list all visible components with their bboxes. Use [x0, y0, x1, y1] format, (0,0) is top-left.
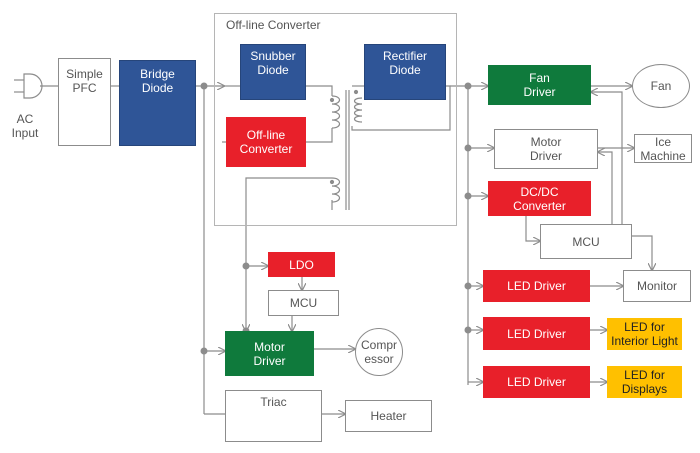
snubber-diode-block: Snubber Diode: [240, 44, 306, 100]
ldo-block: LDO: [268, 252, 335, 277]
led-driver-displays-block: LED Driver: [483, 366, 590, 398]
fan-driver-block: Fan Driver: [488, 65, 591, 105]
ice-machine-block: Ice Machine: [634, 134, 692, 163]
monitor-block: Monitor: [623, 270, 691, 302]
group-title: Off-line Converter: [226, 18, 321, 32]
offline-converter-block: Off-line Converter: [226, 117, 306, 167]
rectifier-diode-block: Rectifier Diode: [364, 44, 446, 100]
junction-dot: [242, 262, 250, 270]
junction-dot: [464, 326, 472, 334]
junction-dot: [464, 192, 472, 200]
aux-coil-line: [245, 177, 332, 266]
junction-dot: [200, 82, 208, 90]
mcu-left-block: MCU: [268, 290, 339, 316]
triac-block: Triac: [225, 390, 322, 442]
compressor-node: Compr essor: [355, 328, 403, 376]
junction-dot: [464, 282, 472, 290]
led-driver-monitor-block: LED Driver: [483, 270, 590, 302]
mcu-to-fan-driver-arrow: [591, 92, 623, 224]
mcu-to-motor-driver-arrow: [598, 152, 613, 224]
simple-pfc-block: Simple PFC: [58, 58, 111, 146]
transformer-icon: [329, 89, 363, 210]
junction-dot: [200, 347, 208, 355]
dcdc-converter-block: DC/DC Converter: [488, 181, 591, 216]
offline-to-transformer-line: [306, 128, 333, 143]
dcdc-to-mcu-arrow: [525, 216, 540, 241]
led-displays-block: LED for Displays: [607, 366, 682, 398]
motor-driver-ice-block: Motor Driver: [494, 129, 598, 169]
mcu-to-monitor-arrow: [632, 235, 652, 270]
mcu-right-block: MCU: [540, 224, 632, 259]
fan-node: Fan: [632, 64, 690, 108]
junction-dot: [464, 144, 472, 152]
ac-plug-icon: [14, 73, 43, 99]
motor-driver-compressor-block: Motor Driver: [225, 331, 314, 376]
bridge-diode-block: Bridge Diode: [119, 60, 196, 146]
snubber-to-transformer-line: [306, 85, 333, 96]
led-driver-interior-block: LED Driver: [483, 317, 590, 350]
ac-input-label: AC Input: [11, 112, 39, 140]
junction-dot: [464, 82, 472, 90]
offline-converter-group: [214, 13, 457, 226]
heater-block: Heater: [345, 400, 432, 432]
led-interior-light-block: LED for Interior Light: [607, 318, 682, 350]
